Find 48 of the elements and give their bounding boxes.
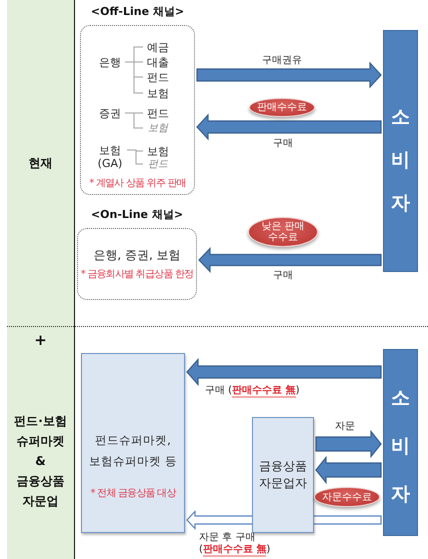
block-arrow [315, 456, 382, 484]
row-header-label: 펀드·보험 슈퍼마켓 & 금융상품 자문업 [13, 412, 68, 510]
row-header-label: 현재 [28, 155, 54, 172]
consumer-label: 소비자 [391, 104, 410, 216]
product-label: 예금 [145, 39, 171, 55]
fee-ellipse: 낮은 판매 수수료 [248, 217, 318, 247]
consumer-bar [383, 30, 418, 272]
product-label: 펀드 [145, 69, 171, 85]
tree-line [126, 150, 144, 164]
service-box [81, 353, 185, 533]
edge-label: 자문 [335, 421, 355, 433]
edge-label: 구매 [273, 138, 293, 150]
edge-label: 자문 후 구매 (판매수수료 無) [199, 532, 272, 556]
box-text: 펀드슈퍼마켓, 보험슈퍼마켓 등 [88, 432, 178, 470]
consumer-label: 소비자 [391, 386, 410, 506]
product-label: 펀드 [145, 105, 171, 121]
institution-label: 은행 [97, 54, 123, 70]
note-text: * 금융회사별 취급상품 한정 [80, 269, 194, 281]
row-header-band [7, 0, 75, 326]
product-label: 보험 [145, 143, 171, 159]
institution-label: 증권 [97, 105, 123, 121]
note-text: * 계열사 상품 위주 판매 [89, 178, 186, 190]
plus-label: + [34, 332, 47, 348]
block-arrow [196, 61, 382, 89]
product-label: 보험 [145, 85, 171, 101]
tree-line [124, 62, 144, 94]
fee-ellipse: 판매수수료 [249, 98, 315, 117]
edge-label: 구매 (판매수수료 無) [205, 385, 300, 397]
service-box [252, 417, 314, 533]
box-text: 금융상품 자문업자 [258, 458, 308, 492]
block-arrow [186, 358, 382, 386]
row-header-band [7, 326, 75, 559]
note-text: * 전체 금융상품 대상 [90, 488, 176, 500]
tree-line [124, 112, 144, 128]
block-arrow [196, 113, 382, 141]
edge-label: 구매 [273, 270, 293, 282]
block-arrow [198, 247, 382, 273]
product-label: 대출 [145, 54, 171, 70]
consumer-bar [383, 349, 418, 536]
block-arrow [315, 430, 382, 458]
fee-ellipse: 자문수수료 [314, 487, 380, 507]
product-label: 보험 [145, 120, 171, 136]
edge-label: 구매권유 [262, 55, 302, 67]
product-label: 펀드 [145, 156, 171, 172]
channel-heading: <On-Line 채널> [90, 207, 184, 223]
channel-heading: <Off-Line 채널> [90, 4, 184, 20]
institution-label: 보험 (GA) [95, 143, 125, 171]
box-text: 은행, 증권, 보험 [93, 247, 181, 263]
